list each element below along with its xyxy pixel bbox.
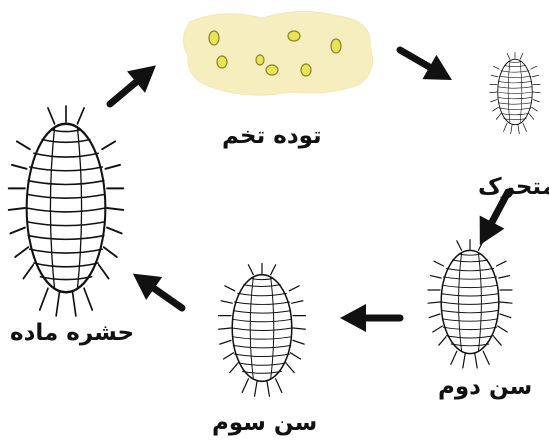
label-crawler: متحرک — [478, 176, 549, 199]
second-instar-insect — [428, 240, 512, 368]
arrow-adult-to-eggs — [101, 55, 165, 115]
adult-female-insect — [9, 106, 124, 316]
egg-mass — [183, 11, 372, 95]
label-second-instar: سن دوم — [438, 376, 532, 399]
label-adult-female: حشره ماده — [10, 322, 134, 345]
arrow-eggs-to-crawler — [393, 38, 459, 92]
label-egg-mass: توده تخم — [222, 125, 322, 148]
crawler-insect — [490, 52, 540, 133]
arrow-second-to-third — [340, 304, 400, 332]
arrow-third-to-adult — [125, 262, 190, 319]
third-instar-insect — [219, 264, 306, 397]
label-third-instar: سن سوم — [212, 412, 317, 435]
